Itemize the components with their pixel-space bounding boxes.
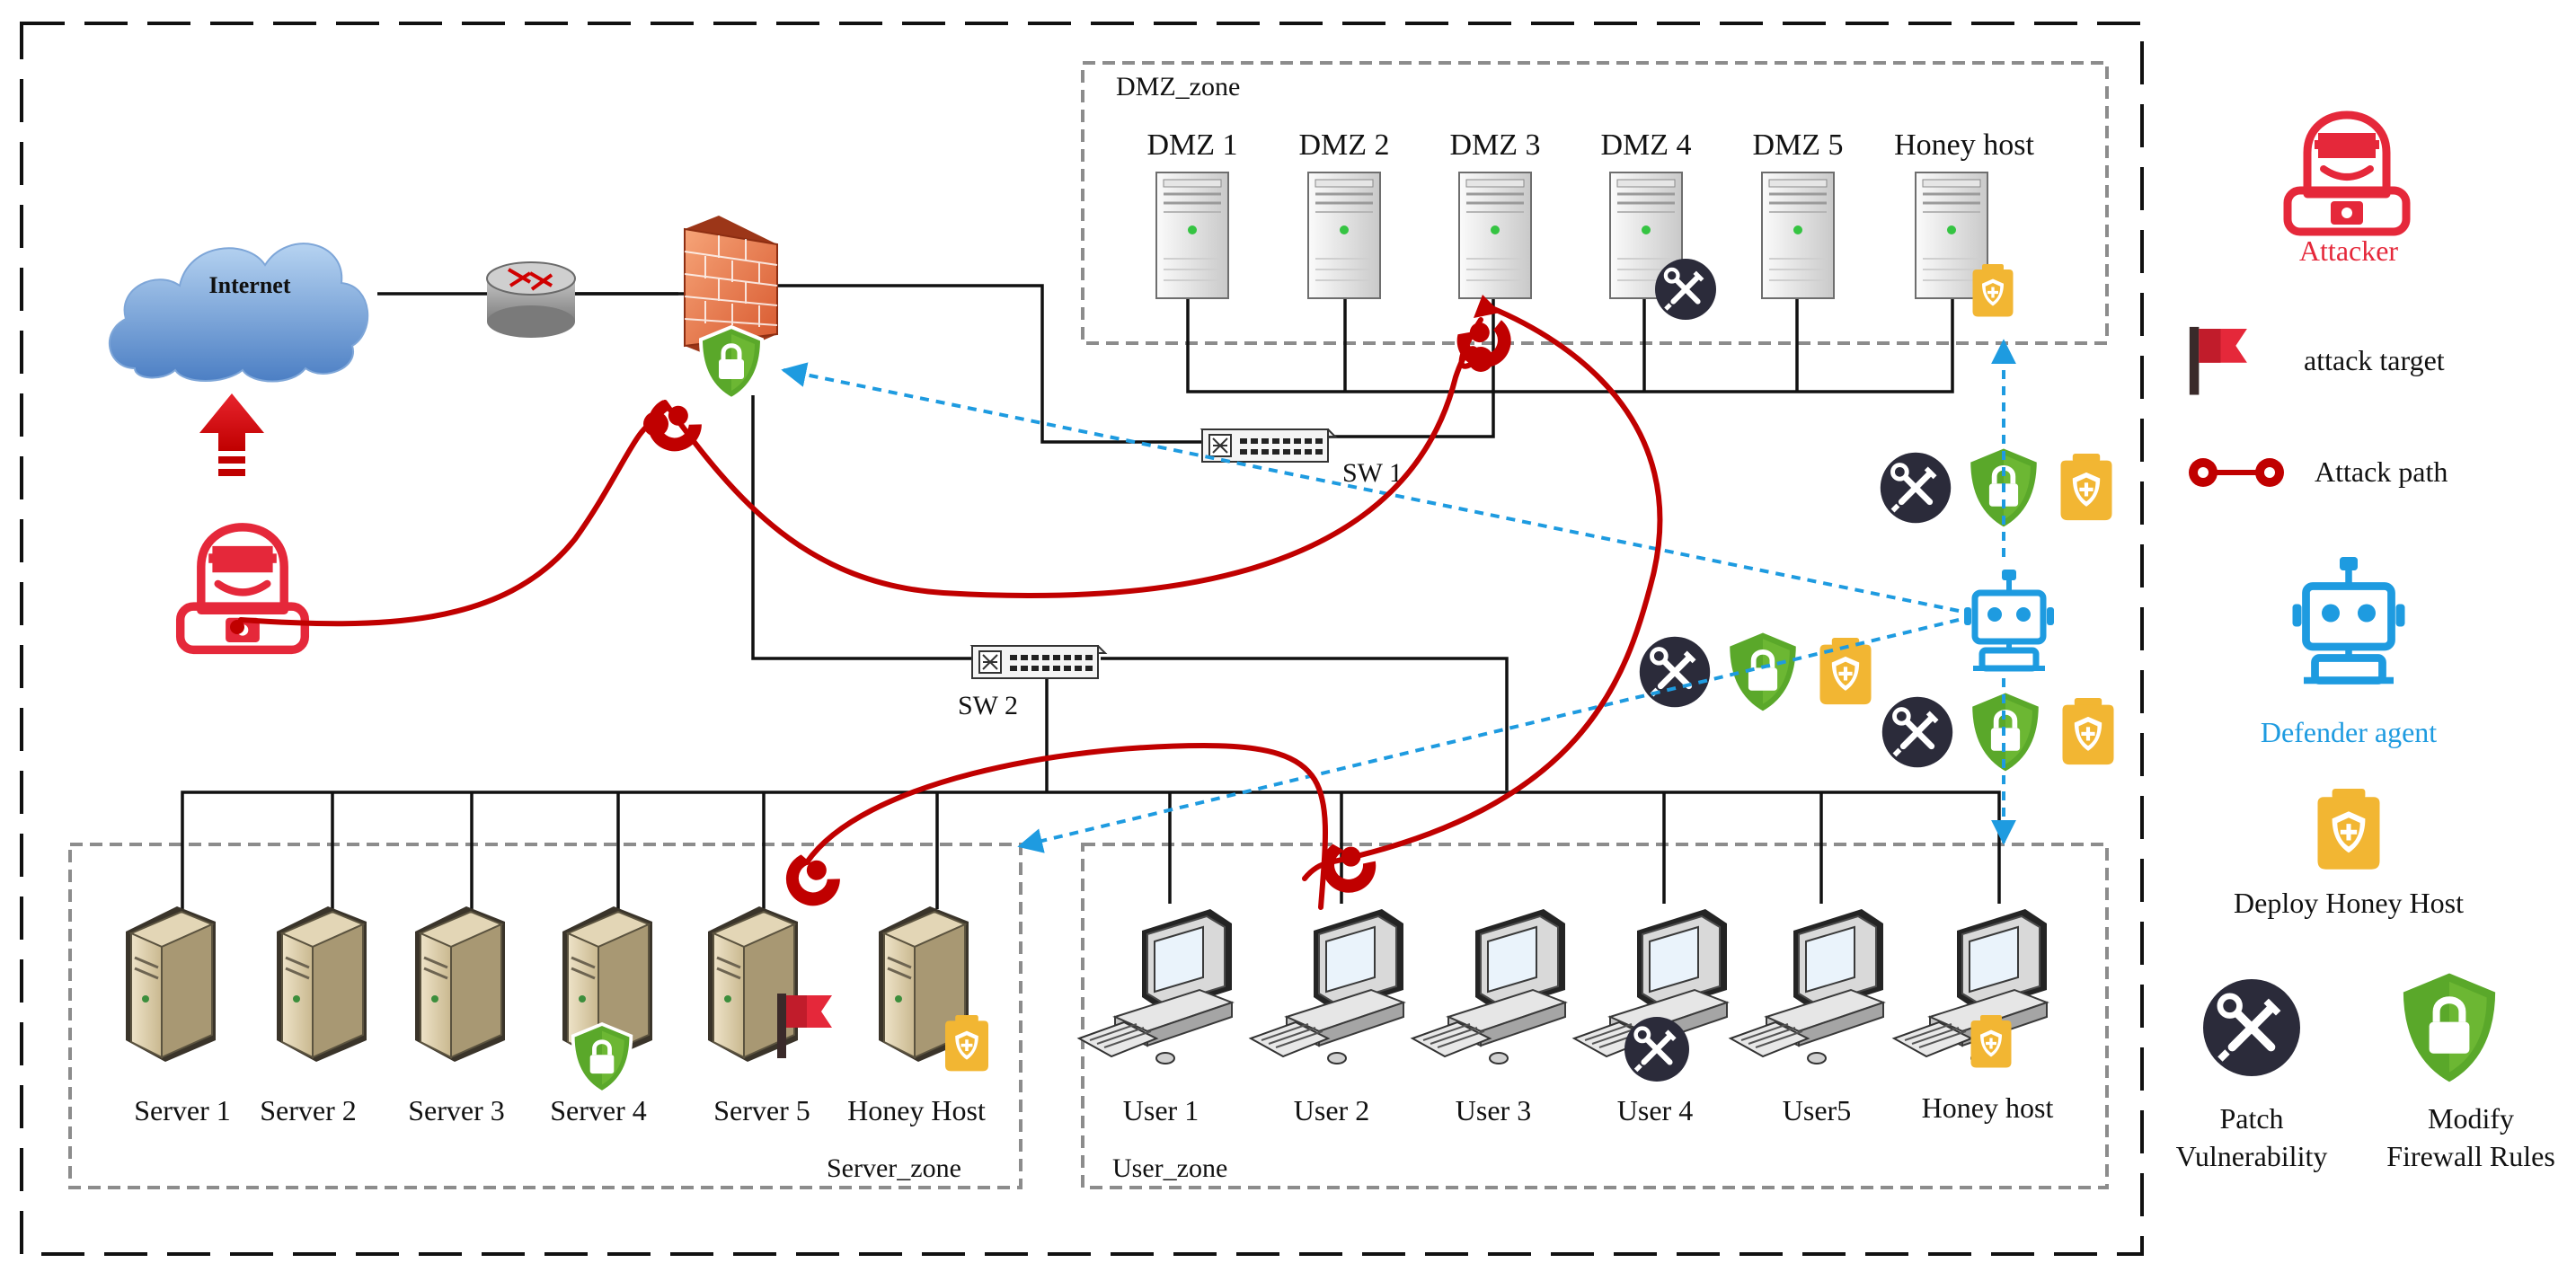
server-zone-box	[68, 843, 1022, 1189]
legend-patch-label-2: Vulnerability	[2176, 1140, 2328, 1172]
legend-defender-label: Defender agent	[2261, 716, 2437, 748]
user-1: User 1	[1078, 908, 1233, 1126]
dmz-host-label: DMZ 3	[1449, 128, 1540, 162]
legend-honey-icon	[2317, 789, 2380, 870]
user-label: User 1	[1123, 1094, 1199, 1126]
defender-actions-server	[1640, 631, 1872, 713]
dmz-host-3: DMZ 3	[1449, 128, 1541, 300]
patch-icon	[1655, 259, 1716, 320]
user-label: User 4	[1617, 1094, 1693, 1126]
user-label: Honey host	[1922, 1091, 2054, 1124]
attack-path-nodes	[230, 295, 1521, 911]
dmz-host-5: DMZ 5	[1752, 128, 1844, 300]
legend-attacker-label: Attacker	[2299, 234, 2399, 267]
users: User 1 User 2 User 3 User 4 User5 Honey …	[1078, 908, 2054, 1126]
firewall-shield-icon	[701, 327, 762, 399]
server-label: Server 2	[260, 1094, 357, 1126]
switch-sw1: SW 1	[1201, 428, 1403, 488]
server-1: Server 1	[124, 905, 231, 1126]
patch-icon	[1882, 697, 1952, 767]
servers: Server 1 Server 2 Server 3 Server 4 Serv…	[124, 905, 988, 1126]
legend: Attacker attack target Attack path Defen…	[2176, 115, 2555, 1172]
legend-attack-target-label: attack target	[2304, 344, 2445, 376]
legend-patch-icon	[2203, 979, 2300, 1076]
server-honey-host: Honey Host	[847, 905, 988, 1126]
sw2-label: SW 2	[958, 691, 1018, 720]
user-label: User5	[1783, 1094, 1851, 1126]
attack-target-flag-icon	[777, 994, 832, 1058]
dmz-zone-label: DMZ_zone	[1116, 72, 1240, 102]
legend-honey-label: Deploy Honey Host	[2234, 887, 2464, 919]
legend-attack-path-label: Attack path	[2315, 455, 2448, 488]
patch-icon	[1881, 453, 1951, 523]
patch-icon	[1624, 1017, 1689, 1082]
user-3: User 3	[1412, 908, 1566, 1126]
dmz-honey-host: Honey host	[1894, 128, 2034, 317]
user-label: User 3	[1456, 1094, 1531, 1126]
legend-attack-path-icon	[2189, 458, 2284, 487]
user-2: User 2	[1250, 908, 1404, 1126]
server-4: Server 4	[550, 905, 654, 1126]
honey-jar-icon	[1970, 1015, 2012, 1068]
honey-jar-icon	[945, 1015, 988, 1072]
defender-links	[781, 339, 2016, 853]
dmz-host-4: DMZ 4	[1600, 128, 1716, 320]
server-label: Honey Host	[847, 1094, 986, 1126]
user-label: User 2	[1294, 1094, 1369, 1126]
dmz-host-1: DMZ 1	[1146, 128, 1238, 300]
honey-jar-icon	[2062, 698, 2114, 765]
firewall-icon	[684, 216, 778, 399]
server-5: Server 5	[706, 905, 832, 1126]
switch-sw2: SW 2	[958, 645, 1106, 720]
attack-paths	[238, 305, 1663, 910]
server-3: Server 3	[408, 905, 507, 1126]
dmz-host-label: DMZ 5	[1752, 128, 1843, 162]
server-label: Server 3	[408, 1094, 505, 1126]
legend-shield-icon	[2401, 970, 2499, 1085]
network-boundary	[20, 22, 2144, 1256]
server-zone-label: Server_zone	[827, 1153, 961, 1183]
legend-firewall-label-1: Modify	[2428, 1102, 2514, 1135]
server-label: Server 4	[550, 1094, 647, 1126]
user-5: User5	[1730, 908, 1884, 1126]
patch-icon	[1640, 637, 1710, 707]
legend-attacker-icon	[2288, 115, 2406, 232]
legend-firewall-label-2: Firewall Rules	[2386, 1140, 2555, 1172]
dmz-host-label: Honey host	[1894, 128, 2034, 162]
server-label: Server 1	[134, 1094, 231, 1126]
dmz-host-label: DMZ 2	[1298, 128, 1389, 162]
honey-jar-icon	[2060, 454, 2112, 521]
internet-cloud: Internet	[109, 243, 369, 383]
sw1-label: SW 1	[1342, 458, 1403, 488]
legend-defender-icon	[2293, 557, 2405, 681]
defender-actions-user	[1882, 691, 2114, 773]
network-cables	[181, 284, 2001, 909]
dmz-host-label: DMZ 4	[1600, 128, 1691, 162]
user-honey-host: Honey host	[1893, 908, 2054, 1124]
dmz-host-2: DMZ 2	[1298, 128, 1390, 300]
defender-actions-dmz	[1881, 446, 2112, 529]
internet-label: Internet	[209, 272, 291, 298]
user-zone-box	[1081, 843, 2109, 1189]
defender-robot-icon	[1964, 570, 2054, 668]
user-4: User 4	[1573, 908, 1728, 1126]
honey-jar-icon	[1972, 264, 2014, 317]
legend-flag-icon	[2189, 326, 2247, 395]
inbound-arrow	[199, 393, 264, 476]
server-label: Server 5	[713, 1094, 810, 1126]
dmz-host-label: DMZ 1	[1146, 128, 1237, 162]
shield-lock-icon	[573, 1024, 632, 1092]
server-2: Server 2	[260, 905, 368, 1126]
router-icon	[486, 261, 576, 338]
user-zone-label: User_zone	[1112, 1153, 1227, 1183]
legend-patch-label-1: Patch	[2219, 1102, 2283, 1135]
dmz-hosts: DMZ 1 DMZ 2 DMZ 3 DMZ 4 DMZ 5 Honey host	[1146, 128, 2034, 320]
